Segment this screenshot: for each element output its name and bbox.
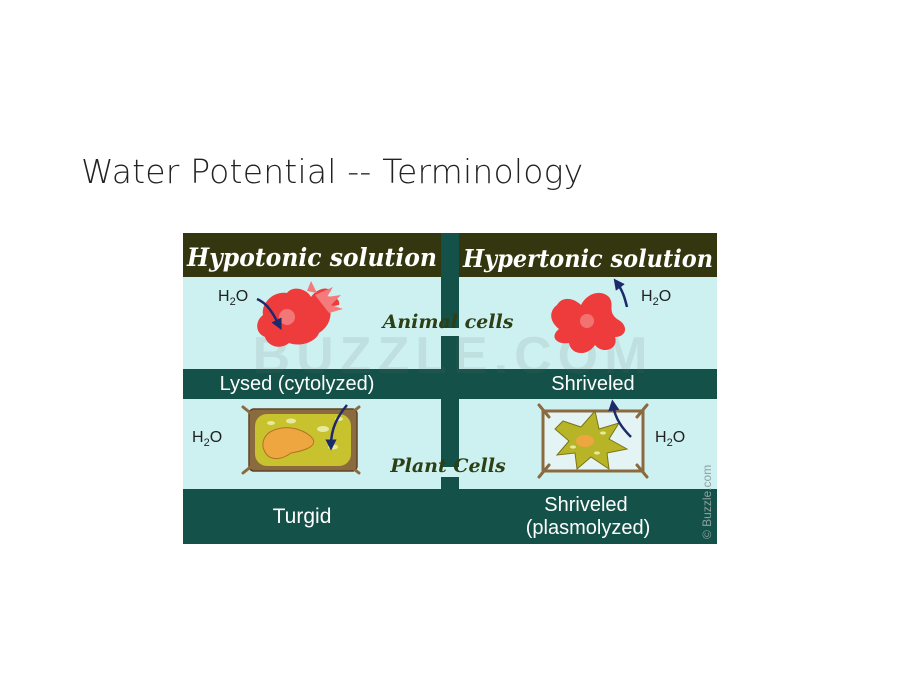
h2o-label-plant-hypertonic: H2O [655,429,685,449]
header-hypotonic: Hypotonic solution [186,243,437,272]
label-plant-cells: Plant Cells [389,455,506,477]
plant-outcome-band [183,489,717,544]
h2o-label-animal-hypertonic: H2O [641,288,671,308]
outcome-plasmolyzed: (plasmolyzed) [526,517,650,539]
header-bg-left [183,233,441,277]
water-out-arrow-animal [613,278,629,308]
animal-outcome-band [183,369,717,399]
h2o-label-plant-hypotonic: H2O [192,429,222,449]
outcome-shriveled-plant: Shriveled [544,494,627,516]
outcome-shriveled-animal: Shriveled [551,373,634,395]
lysed-animal-cell [257,281,343,347]
slide-title: Water Potential -- Terminology [81,152,584,191]
tonicity-diagram-svg: BUZZLE.COM Hypotonic solution Hypertonic… [183,233,717,544]
plasmolyzed-plant-cell [537,403,649,479]
divider-middle [441,336,459,467]
label-animal-cells: Animal cells [381,311,514,333]
tonicity-diagram: BUZZLE.COM Hypotonic solution Hypertonic… [183,233,717,544]
outcome-turgid: Turgid [273,505,332,528]
shriveled-animal-cell [551,292,626,354]
divider-top [441,233,459,328]
water-in-arrow-plant [325,404,348,451]
h2o-label-animal-hypotonic: H2O [218,288,248,308]
water-out-arrow-plant [608,399,632,438]
buzzle-credit: © Buzzle.com [700,465,714,539]
header-bg-right [459,233,717,277]
header-hypertonic: Hypertonic solution [462,244,713,273]
turgid-plant-cell [241,405,361,475]
water-in-arrow-animal [256,297,282,331]
outcome-lysed: Lysed (cytolyzed) [220,373,375,395]
